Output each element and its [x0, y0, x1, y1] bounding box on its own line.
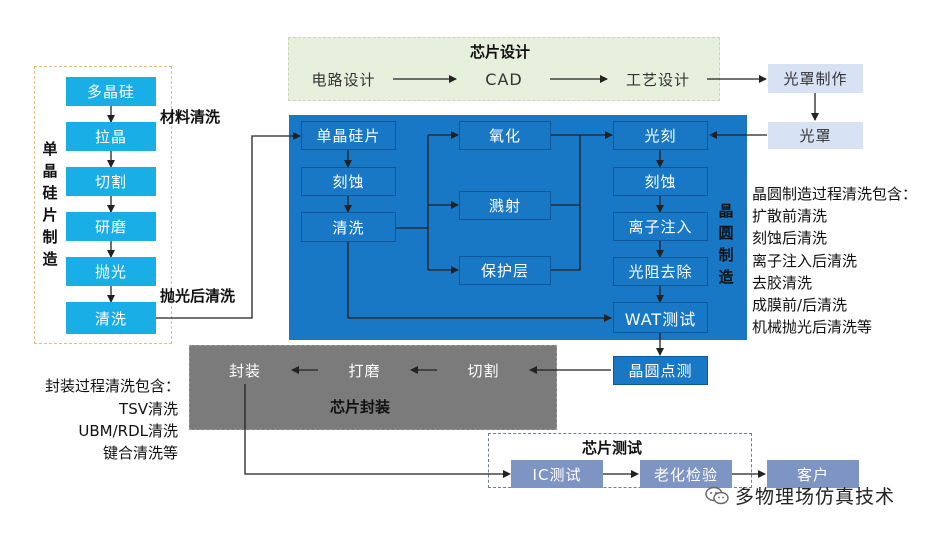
package-node: 封装	[199, 356, 291, 384]
arrow-clean-wat	[347, 242, 612, 322]
photoresist-strip-node: 光阻去除	[613, 257, 708, 286]
wafer-note-1: 扩散前清洗	[752, 207, 828, 225]
grinding-node: 研磨	[66, 212, 156, 241]
customer-node: 客户	[767, 460, 859, 488]
line-sputter-merge	[551, 135, 581, 206]
package-note-2: UBM/RDL清洗	[78, 422, 178, 440]
silicon-title-1: 单	[42, 140, 58, 158]
wafer-etch-node-2: 刻蚀	[613, 167, 708, 196]
wafer-title-1: 晶	[718, 202, 734, 220]
packaging-title: 芯片封装	[330, 398, 391, 416]
wat-test-node: WAT测试	[613, 302, 708, 333]
wafer-notes-title: 晶圆制造过程清洗包含：	[752, 185, 918, 203]
process-design-node: 工艺设计	[609, 64, 707, 94]
package-note-1: TSV清洗	[119, 400, 178, 418]
cad-node: CAD	[458, 64, 550, 94]
material-cleaning-label: 材料清洗	[160, 108, 221, 126]
arrow-silicon-to-wafer	[156, 132, 301, 319]
wafer-probe-node: 晶圆点测	[613, 356, 708, 385]
wafer-note-6: 机械抛光后清洗等	[752, 318, 873, 336]
protective-layer-node: 保护层	[459, 256, 551, 285]
silicon-title-6: 造	[42, 250, 58, 268]
watermark-text: 多物理场仿真技术	[735, 486, 896, 508]
after-polish-cleaning-label: 抛光后清洗	[160, 287, 236, 305]
polysilicon-node: 多晶硅	[66, 77, 156, 106]
silicon-title-4: 片	[42, 206, 58, 224]
wafer-cleaning-node: 清洗	[301, 212, 396, 242]
ic-test-node: IC测试	[511, 460, 603, 488]
single-crystal-wafer-node: 单晶硅片	[301, 121, 396, 150]
design-title: 芯片设计	[470, 43, 531, 61]
sputtering-node: 溅射	[459, 191, 551, 220]
line-protect-merge	[551, 205, 581, 271]
wafer-note-2: 刻蚀后清洗	[752, 229, 828, 247]
silicon-title-2: 晶	[42, 162, 58, 180]
wafer-title-4: 造	[718, 268, 734, 286]
wafer-etch-node-1: 刻蚀	[301, 167, 396, 196]
mask-making-node: 光罩制作	[768, 64, 863, 93]
cutting-node: 切割	[66, 167, 156, 196]
wafer-note-5: 成膜前/后清洗	[752, 296, 848, 314]
wechat-icon	[705, 486, 729, 505]
wafer-note-4: 去胶清洗	[752, 274, 813, 292]
silicon-region	[34, 66, 172, 344]
lithography-node: 光刻	[613, 121, 708, 150]
package-notes-title: 封装过程清洗包含：	[44, 377, 180, 395]
silicon-title-5: 制	[42, 228, 58, 246]
package-note-3: 键合清洗等	[102, 444, 178, 462]
oxidation-node: 氧化	[459, 121, 551, 150]
polishing-node: 抛光	[66, 257, 156, 286]
wafer-note-3: 离子注入后清洗	[752, 252, 858, 270]
ion-implant-node: 离子注入	[613, 212, 708, 241]
package-grind-node: 打磨	[319, 356, 410, 384]
aging-test-node: 老化检验	[640, 460, 732, 488]
testing-region	[488, 433, 752, 488]
silicon-cleaning-node: 清洗	[66, 302, 156, 334]
mask-node: 光罩	[768, 122, 863, 149]
package-dice-node: 切割	[438, 356, 529, 384]
wafer-title-3: 制	[718, 246, 734, 264]
circuit-design-node: 电路设计	[294, 64, 393, 94]
wafer-title-2: 圆	[718, 224, 734, 242]
crystal-pull-node: 拉晶	[66, 122, 156, 151]
arrow-package-ictest	[244, 384, 511, 478]
testing-title: 芯片测试	[582, 439, 643, 457]
silicon-title-3: 硅	[42, 184, 58, 202]
